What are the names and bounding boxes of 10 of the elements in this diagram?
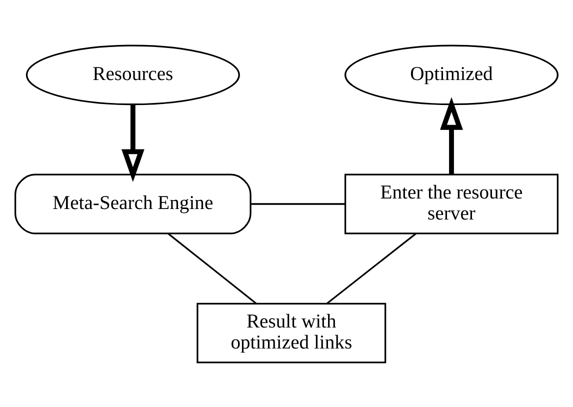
node-box: Enter the resource server xyxy=(344,173,558,234)
arrow xyxy=(440,96,463,174)
connector xyxy=(251,202,346,204)
node-ellipse: Resources xyxy=(26,44,240,105)
connector xyxy=(326,232,416,304)
node-ellipse: Optimized xyxy=(344,44,558,105)
node-box: Meta-Search Engine xyxy=(14,173,252,234)
connector xyxy=(168,232,257,304)
arrow xyxy=(121,104,144,182)
node-box: Result with optimized links xyxy=(196,302,386,363)
